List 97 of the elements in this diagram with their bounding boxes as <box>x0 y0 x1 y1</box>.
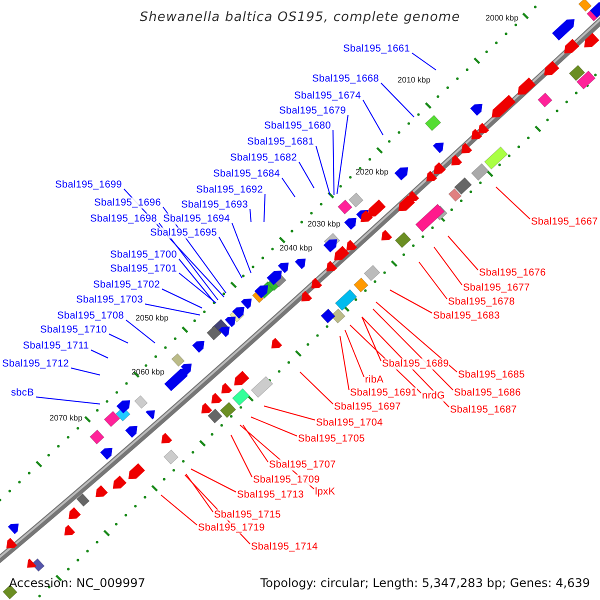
gene-label: Sbal195_1686 <box>454 388 521 398</box>
gene-label: Sbal195_1684 <box>213 168 280 180</box>
gene-label: Sbal195_1710 <box>40 324 107 336</box>
gene-label: Sbal195_1705 <box>298 434 365 444</box>
gene-label: Sbal195_1677 <box>463 282 530 294</box>
leader-line <box>332 130 334 196</box>
leader-line <box>412 52 436 70</box>
gene-label: Sbal195_1680 <box>264 120 331 132</box>
gene-label: Sbal195_1696 <box>94 198 161 208</box>
leader-line <box>418 262 448 300</box>
leader-line <box>298 162 314 188</box>
gene-label: Sbal195_1711 <box>22 340 89 352</box>
gene-label: Sbal195_1698 <box>90 214 157 224</box>
gene-label: lpxK <box>315 486 336 498</box>
gene-label: Sbal195_1704 <box>316 418 383 428</box>
leader-line <box>36 396 100 404</box>
leader-line <box>126 320 156 344</box>
leader-line <box>448 236 478 270</box>
leader-line <box>336 114 348 194</box>
leader-line <box>70 368 100 376</box>
gene-label: Sbal195_1693 <box>181 200 248 210</box>
gene-label: Sbal195_1661 <box>343 44 410 54</box>
scale-label: 2070 kbp <box>50 414 82 422</box>
leader-line <box>376 302 458 372</box>
gene-label: Sbal195_1676 <box>479 268 546 278</box>
gene-label: Sbal195_1689 <box>382 358 449 370</box>
leader-line <box>496 186 530 220</box>
gene-label: Sbal195_1674 <box>294 90 361 102</box>
gene-label: Sbal195_1715 <box>214 510 281 520</box>
scale-label: 2020 kbp <box>356 168 388 176</box>
leader-line <box>340 336 350 390</box>
gene-label: Sbal195_1668 <box>312 74 379 84</box>
footer-text: Topology: circular; Length: 5,347,283 bp; Genes: 4,639 <box>260 576 590 590</box>
leader-line <box>250 416 298 436</box>
gene-label: Sbal195_1719 <box>198 522 265 534</box>
gene-label: Sbal195_1697 <box>334 402 401 412</box>
gene-label: Sbal195_1678 <box>448 296 515 308</box>
leader-line <box>186 474 214 512</box>
gene-label: Sbal195_1692 <box>196 184 263 196</box>
gene-label: Sbal195_1699 <box>55 180 122 190</box>
leader-line <box>300 372 334 404</box>
gene-label: Sbal195_1707 <box>269 460 336 470</box>
gene-label: nrdG <box>422 390 446 402</box>
gene-label: sbcB <box>10 388 34 398</box>
leader-line <box>230 434 252 478</box>
leader-line <box>108 334 128 344</box>
gene-label: Sbal195_1714 <box>251 542 318 552</box>
leader-line <box>390 290 432 314</box>
gene-label: Sbal195_1679 <box>279 106 346 116</box>
leader-line <box>250 208 252 222</box>
leader-line <box>316 146 330 196</box>
gene-label: Sbal195_1709 <box>253 474 320 486</box>
leader-line <box>434 246 462 286</box>
leader-line <box>178 258 214 302</box>
gene-label: Sbal195_1702 <box>93 280 160 290</box>
gene-label: Sbal195_1700 <box>110 250 177 260</box>
leader-line <box>264 194 266 222</box>
scale-label: 2000 kbp <box>486 14 518 22</box>
scale-label: 2010 kbp <box>398 76 430 84</box>
gene-label: Sbal195_1691 <box>350 388 417 398</box>
leader-line <box>362 100 384 136</box>
leader-line <box>144 304 200 316</box>
scale-label: 2030 kbp <box>308 220 340 228</box>
gene-label: Sbal195_1685 <box>458 370 525 380</box>
leader-line <box>158 222 218 300</box>
gene-label: Sbal195_1708 <box>57 310 124 322</box>
leader-line <box>372 308 454 390</box>
gene-label: Sbal195_1712 <box>2 358 69 370</box>
gene-label: Sbal195_1683 <box>433 310 500 322</box>
leader-line <box>162 288 202 308</box>
footer-text: Accession: NC_009997 <box>9 576 146 590</box>
gene-label: ribA <box>365 374 384 386</box>
leader-line <box>264 406 316 420</box>
leader-line <box>362 316 382 362</box>
gene-label: Sbal195_1681 <box>247 136 314 148</box>
gene-label: Sbal195_1694 <box>163 214 230 224</box>
leader-line <box>232 222 252 274</box>
gene-label: Sbal195_1687 <box>450 404 517 416</box>
leader-line <box>178 272 216 304</box>
leader-line <box>344 330 364 378</box>
scale-label: 2050 kbp <box>136 314 168 322</box>
leader-line <box>190 468 236 492</box>
chart-title: Shewanella baltica OS195, complete genome <box>140 10 460 25</box>
gene-label: Sbal195_1701 <box>110 264 177 274</box>
gene-label: Sbal195_1682 <box>230 152 297 164</box>
leader-line <box>218 236 242 278</box>
leader-line <box>160 494 198 526</box>
leader-line <box>90 350 108 358</box>
leader-line <box>282 178 296 198</box>
gene-label: Sbal195_1703 <box>76 294 143 306</box>
scale-label: 2060 kbp <box>132 368 164 376</box>
gene-label: Sbal195_1713 <box>237 490 304 500</box>
leader-line <box>380 82 414 118</box>
leader-line <box>242 424 268 462</box>
gene-label: Sbal195_1667 <box>531 216 598 228</box>
gene-label: Sbal195_1695 <box>150 228 217 238</box>
scale-label: 2040 kbp <box>280 244 312 252</box>
